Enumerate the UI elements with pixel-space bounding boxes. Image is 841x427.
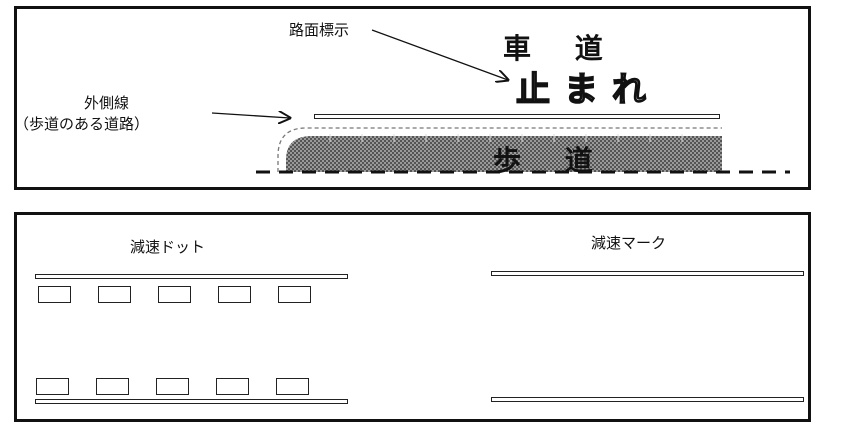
deceleration-marking-panel <box>14 212 811 422</box>
deceleration-dot <box>158 286 191 303</box>
edge-line-leader-arrow <box>211 113 290 118</box>
deceleration-marks-label: 減速マーク <box>591 235 667 252</box>
deceleration-dot <box>278 286 311 303</box>
deceleration-dot <box>156 378 189 395</box>
deceleration-dot <box>276 378 309 395</box>
sidewalk-label: 歩 道 <box>493 145 611 176</box>
lane-line-bottom-right <box>491 397 804 402</box>
deceleration-dot <box>96 378 129 395</box>
deceleration-dot <box>36 378 69 395</box>
deceleration-dot <box>38 286 71 303</box>
lane-line-top-left <box>35 274 348 279</box>
deceleration-dot <box>98 286 131 303</box>
lane-line-bottom-left <box>35 399 348 404</box>
sidewalk-area <box>286 136 722 172</box>
lane-line-top-right <box>491 271 804 276</box>
road-marking-label: 路面標示 <box>289 22 350 39</box>
sidewalk-curb-outline <box>277 127 722 172</box>
edge-line-sublabel: （歩道のある道路） <box>14 116 150 133</box>
roadway-label: 車 道 <box>503 33 621 64</box>
stop-road-marking: 止まれ <box>515 70 660 110</box>
deceleration-dot <box>216 378 249 395</box>
edge-line-label: 外側線 <box>84 95 130 112</box>
marking-leader-arrow <box>371 29 508 80</box>
deceleration-dots-label: 減速ドット <box>130 239 206 256</box>
deceleration-dot <box>218 286 251 303</box>
edge-line <box>314 114 720 119</box>
curb-ticks <box>329 134 683 142</box>
